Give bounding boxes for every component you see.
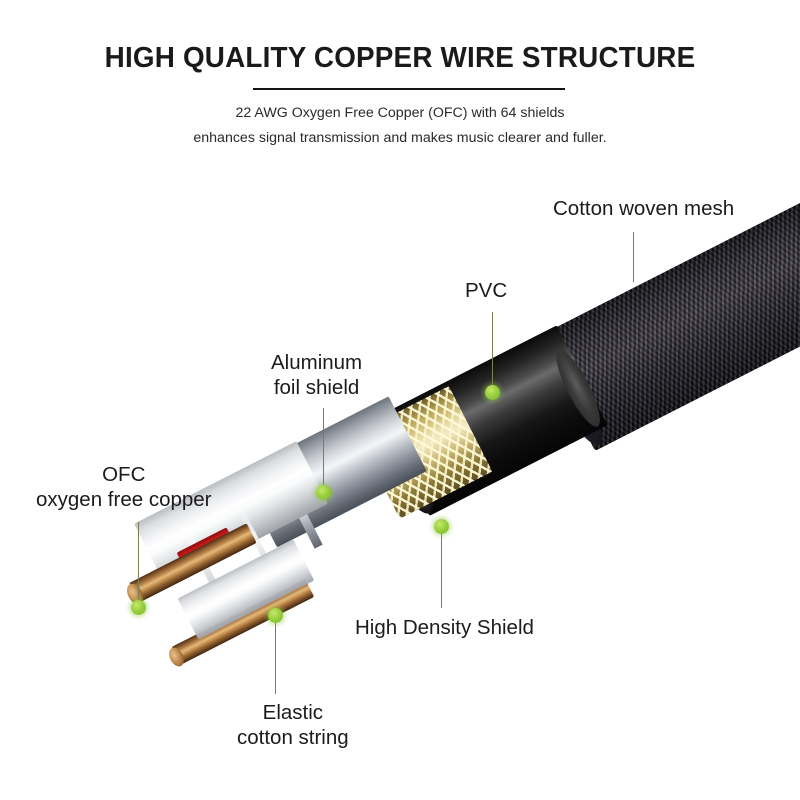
cotton-wrap-fold — [181, 525, 218, 587]
callout-elastic-cotton-string-leader — [275, 622, 277, 694]
title-divider — [253, 88, 565, 90]
foil-shield-seam-band — [278, 473, 323, 549]
callout-label-text: PVC — [465, 279, 508, 302]
callout-aluminum-foil-shield-leader — [323, 408, 325, 488]
cotton-wrap-fold-2 — [238, 509, 272, 567]
callout-label-text: Elastic — [262, 701, 324, 724]
callout-cotton-woven-mesh-label: Cotton woven mesh — [553, 196, 734, 221]
callout-high-density-shield-leader — [441, 530, 443, 608]
callout-pvc-marker-dot — [485, 385, 500, 400]
subtitle-line-1: 22 AWG Oxygen Free Copper (OFC) with 64 … — [235, 105, 565, 121]
callout-aluminum-foil-shield-label: Aluminum foil shield — [271, 350, 362, 400]
callout-pvc-label: PVC — [465, 278, 507, 303]
callout-label-text: High Density Shield — [355, 616, 534, 639]
aluminum-foil-shield-layer — [238, 396, 427, 548]
cotton-wrap-lower-tail — [177, 539, 315, 640]
callout-aluminum-foil-shield-marker-dot — [316, 485, 331, 500]
red-insulator — [176, 527, 234, 567]
header: HIGH QUALITY COPPER WIRE STRUCTURE — [0, 0, 800, 73]
callout-label-text: Aluminum — [271, 351, 363, 374]
callout-label-text-2: cotton string — [237, 726, 349, 749]
high-density-braid-shield-layer — [356, 386, 493, 519]
callout-elastic-cotton-string-marker-dot — [268, 608, 283, 623]
callout-cotton-woven-mesh-leader — [633, 232, 635, 282]
callout-ofc-marker-dot — [131, 600, 146, 615]
callout-ofc-leader — [138, 522, 140, 604]
callout-elastic-cotton-string-label: Elastic cotton string — [237, 700, 349, 750]
copper-conductor-tip-lower — [166, 645, 187, 669]
mesh-sleeve-end — [529, 328, 613, 452]
subtitle: 22 AWG Oxygen Free Copper (OFC) with 64 … — [0, 101, 800, 151]
pvc-jacket-bore — [548, 344, 608, 432]
ofc-copper-conductor-lower — [171, 578, 315, 665]
pvc-jacket-end-ring — [365, 407, 445, 521]
callout-label-text-2: foil shield — [273, 376, 360, 399]
callout-ofc-label: OFC oxygen free copper — [36, 462, 212, 512]
callout-label-text-2: oxygen free copper — [36, 488, 212, 511]
page-title: HIGH QUALITY COPPER WIRE STRUCTURE — [104, 42, 696, 74]
subtitle-line-2: enhances signal transmission and makes m… — [193, 130, 607, 146]
callout-pvc-leader — [492, 312, 494, 388]
ofc-copper-conductor-upper — [129, 523, 257, 603]
callout-label-text: OFC — [102, 463, 146, 486]
callout-label-text: Cotton woven mesh — [553, 197, 735, 220]
cotton-woven-mesh-layer — [536, 200, 800, 452]
callout-high-density-shield-label: High Density Shield — [355, 615, 534, 640]
callout-high-density-shield-marker-dot — [434, 519, 449, 534]
